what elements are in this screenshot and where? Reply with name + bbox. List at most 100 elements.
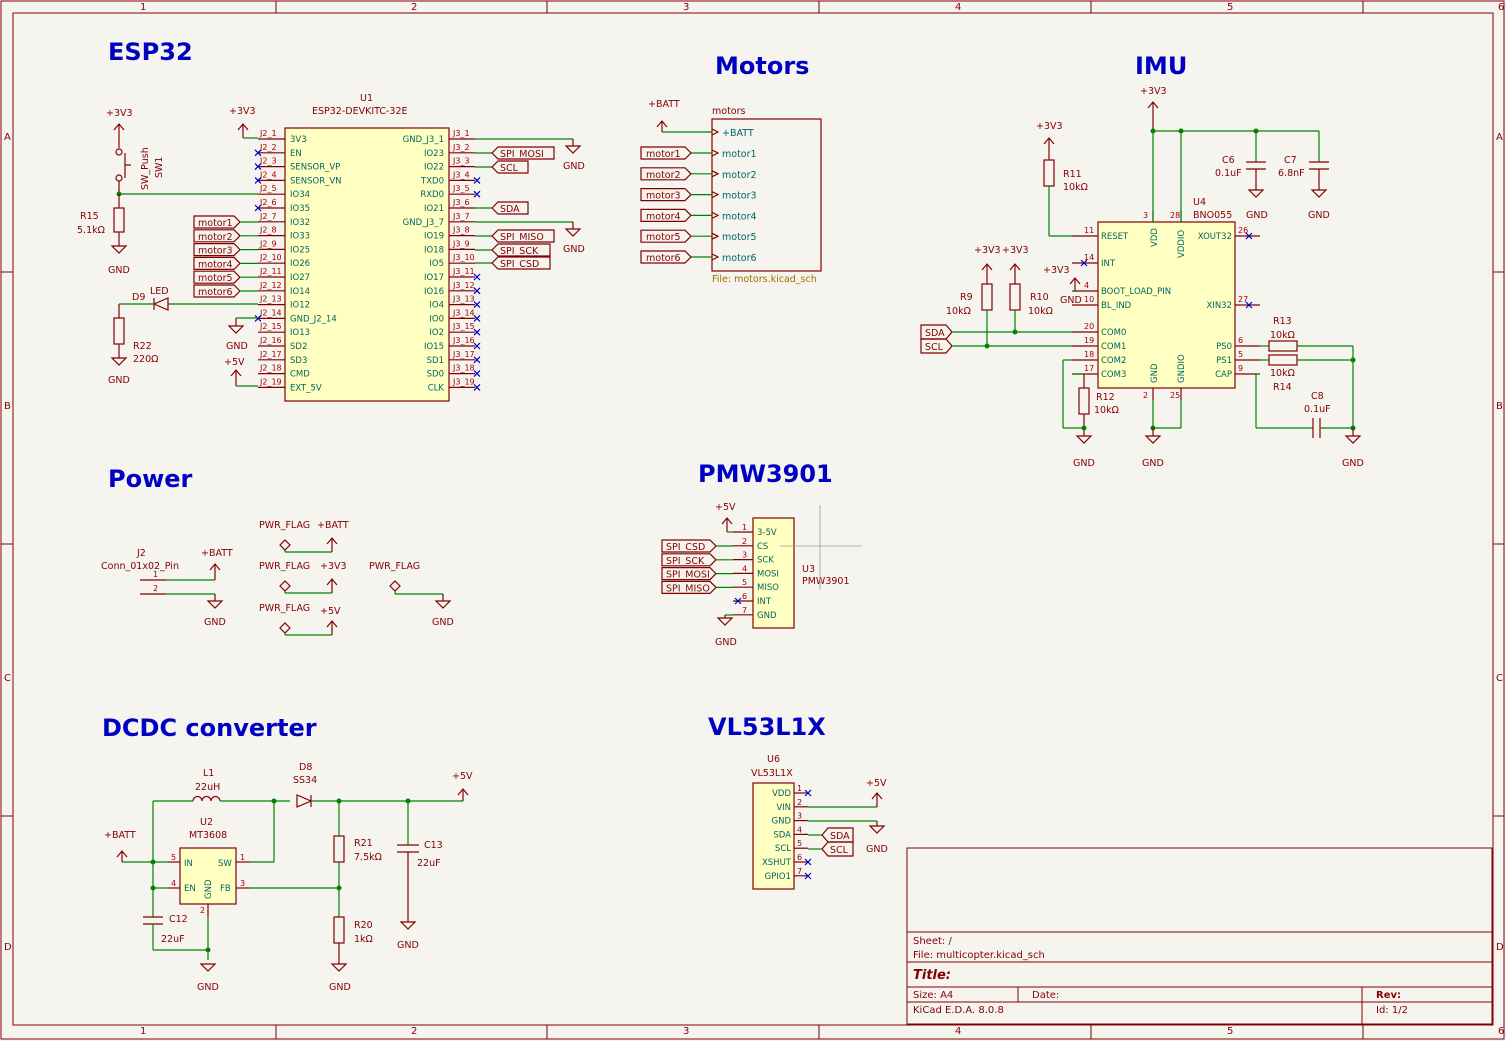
- spi-csd-label[interactable]: [491, 256, 551, 270]
- motor-net-label-text: motor4: [198, 259, 233, 270]
- esp32-right-pin-number: J3_12: [452, 281, 475, 290]
- u2-num-5: 5: [171, 853, 176, 862]
- motors-net-label-text: motor4: [646, 211, 681, 222]
- imu-pin-vddio: VDDIO: [1177, 230, 1187, 258]
- esp32-right-no-connect: [473, 314, 481, 322]
- spi-miso-label[interactable]: [491, 229, 555, 243]
- esp32-left-pin-number: J2_3: [259, 157, 277, 166]
- imu-i2c-labels[interactable]: SDA SCL: [920, 324, 1072, 354]
- c7-capacitor[interactable]: C7 6.8nF GND: [1278, 131, 1330, 221]
- esp32-left-pin-number: J2_17: [259, 350, 282, 359]
- titleblock-rev: Rev:: [1376, 990, 1401, 1001]
- d8-diode[interactable]: D8 SS34: [293, 762, 317, 808]
- esp32-right-pin-number: J3_2: [452, 143, 470, 152]
- motors-sheet-pin: motor5: [722, 232, 757, 243]
- motors-net-label[interactable]: [640, 208, 692, 222]
- vl53-vdd-no-connect: [804, 789, 812, 797]
- c6-capacitor[interactable]: C6 0.1uF GND: [1215, 131, 1268, 221]
- esp32-3v3-label: +3V3: [229, 106, 256, 117]
- bno055-body[interactable]: [1097, 221, 1236, 389]
- motor-net-label[interactable]: [193, 215, 241, 229]
- pmw-net-label[interactable]: [661, 539, 717, 553]
- r21-resistor[interactable]: R21 7.5kΩ: [333, 801, 382, 917]
- motor-net-label[interactable]: [193, 270, 241, 284]
- motors-net-label[interactable]: [640, 250, 692, 264]
- titleblock-tool: KiCad E.D.A. 8.0.8: [913, 1005, 1004, 1016]
- pwr-flag-gnd[interactable]: PWR_FLAG GND: [369, 561, 454, 628]
- r22-value: 220Ω: [133, 354, 158, 365]
- esp32-right-pin-label: IO2: [429, 328, 444, 338]
- vl53l1x-body[interactable]: [752, 782, 795, 890]
- spi-mosi-label-text: SPI_MOSI: [500, 149, 544, 160]
- r12-resistor[interactable]: R12 10kΩ GND: [1062, 359, 1119, 469]
- border-row-right: B: [1496, 401, 1503, 412]
- motors-sheet-pin: motor1: [722, 149, 757, 160]
- motor-net-label[interactable]: [193, 284, 241, 298]
- border-row-right: D: [1496, 942, 1504, 953]
- r13-r14-c8[interactable]: R13 10kΩ 10kΩ R14 C8 0.1uF GND: [1255, 316, 1364, 469]
- r22-ref: R22: [133, 341, 152, 352]
- imu-gnd-label: GND: [1142, 458, 1164, 469]
- r12-gnd: GND: [1073, 458, 1095, 469]
- spi-sck-label[interactable]: [491, 243, 551, 257]
- pmw-net-label[interactable]: [661, 553, 717, 567]
- pwr-3v3-2: +3V3: [320, 561, 347, 572]
- motor-net-label-text: motor5: [198, 273, 233, 284]
- u2-regulator[interactable]: U2 MT3608 IN EN SW FB GND 5 4 1 3 2: [168, 817, 250, 917]
- titleblock-sheet: Sheet: /: [913, 936, 952, 947]
- pmw-net-label[interactable]: [661, 567, 717, 581]
- r15-resistor[interactable]: R15 5.1kΩ GND: [77, 194, 130, 276]
- pwr-flag-batt[interactable]: PWR_FLAG +BATT: [259, 520, 349, 553]
- vl53-sda: SDA: [830, 831, 850, 842]
- border-row-left: C: [4, 673, 11, 684]
- section-title-pmw3901: PMW3901: [698, 460, 833, 488]
- spi-mosi-label[interactable]: [491, 146, 555, 160]
- motor-net-label[interactable]: [193, 243, 241, 257]
- r11-3v3: +3V3: [1036, 121, 1063, 132]
- dcdc-5v: +5V: [452, 771, 473, 782]
- pmw-net-label-text: SPI_MISO: [666, 583, 710, 594]
- imu-right-pin-number: 26: [1238, 226, 1248, 235]
- j2-pin1: 1: [153, 570, 158, 579]
- esp32-left-pin-number: J2_1: [259, 129, 277, 138]
- pmw-net-label[interactable]: [661, 580, 717, 594]
- c12-capacitor[interactable]: C12 22uF: [143, 888, 208, 951]
- pmw-int-no-connect: [734, 597, 742, 605]
- motors-net-label[interactable]: [640, 146, 692, 160]
- pmw3901-body[interactable]: [752, 517, 795, 629]
- motor-net-label-text: motor3: [198, 246, 233, 257]
- esp32-left-pin-number: J2_8: [259, 226, 277, 235]
- sw1-switch[interactable]: +3V3 SW_Push SW1: [106, 108, 258, 197]
- pwr-flag-5v[interactable]: PWR_FLAG +5V: [259, 603, 341, 636]
- d9-led[interactable]: LED D9 R22 220Ω GND: [108, 286, 258, 386]
- sw-3v3-label: +3V3: [106, 108, 133, 119]
- r11-resistor[interactable]: +3V3 R11 10kΩ: [1036, 121, 1088, 237]
- scl-label[interactable]: [491, 160, 529, 174]
- pwr-batt-1: +BATT: [317, 520, 349, 531]
- motors-net-label[interactable]: [640, 229, 692, 243]
- c13-capacitor[interactable]: C13 22uF GND: [397, 801, 443, 951]
- esp32-right-pin-label: IO19: [424, 232, 444, 242]
- motor-net-label[interactable]: [193, 256, 241, 270]
- imu-sda-label: SDA: [925, 328, 945, 339]
- r9-r10-pullups[interactable]: +3V3 +3V3 R9 10kΩ R10 10kΩ: [946, 245, 1053, 349]
- power-block: J2 Conn_01x02_Pin 1 2 +BATT GND PWR_FLAG…: [101, 520, 454, 636]
- l1-inductor[interactable]: [153, 795, 290, 802]
- motors-net-label-text: motor1: [646, 149, 681, 160]
- motors-net-label-text: motor3: [646, 191, 681, 202]
- motor-net-label[interactable]: [193, 229, 241, 243]
- r20-resistor[interactable]: R20 1kΩ GND: [329, 916, 373, 993]
- esp32-module-body[interactable]: [284, 127, 450, 402]
- sda-label[interactable]: [491, 201, 529, 215]
- r9-3v3: +3V3: [974, 245, 1001, 256]
- r20-value: 1kΩ: [354, 934, 373, 945]
- motors-net-label-text: motor6: [646, 253, 681, 264]
- u2-pin-gnd: GND: [204, 879, 214, 899]
- motors-net-label[interactable]: [640, 167, 692, 181]
- border-col-bottom: 5: [1227, 1026, 1233, 1037]
- motors-net-label[interactable]: [640, 188, 692, 202]
- imu-left-pin-number: 11: [1084, 226, 1094, 235]
- pwr-flag-3v3[interactable]: PWR_FLAG +3V3: [259, 561, 347, 594]
- motors-sheet[interactable]: motors File: motors.kicad_sch +BATT +BAT…: [640, 99, 822, 285]
